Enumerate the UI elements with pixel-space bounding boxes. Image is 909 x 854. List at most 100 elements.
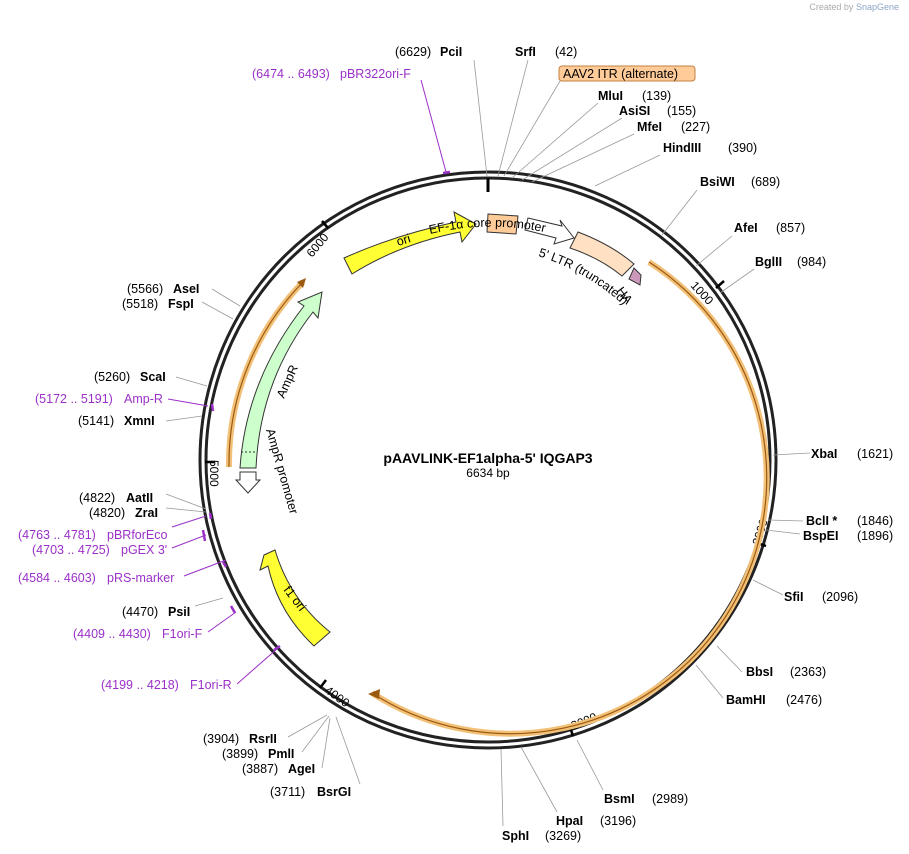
feature-ltr <box>569 231 635 277</box>
enzyme-name-pcii: PciI <box>440 45 462 59</box>
enzyme-pos-asisi: (155) <box>667 104 696 118</box>
enzyme-pos-bsmi: (2989) <box>652 792 688 806</box>
plasmid-size: 6634 bp <box>466 466 510 480</box>
enzyme-name-bsiwi: BsiWI <box>700 175 735 189</box>
enzyme-name-psii: PsiI <box>168 605 190 619</box>
enzyme-name-asei: AseI <box>173 282 199 296</box>
enzyme-name-afei: AfeI <box>734 221 758 235</box>
enzyme-leaders <box>165 59 811 827</box>
enzyme-pos-rsrii: (3904) <box>203 732 239 746</box>
primer-range-f1orir: (4199 .. 4218) <box>101 678 179 692</box>
enzyme-name-rsrii: RsrII <box>249 732 277 746</box>
enzyme-pos-hindiii: (390) <box>728 141 757 155</box>
primer-labels: (6474 .. 6493) pBR322ori-F (5172 .. 5191… <box>18 67 411 692</box>
enzyme-pos-bamhi: (2476) <box>786 693 822 707</box>
enzyme-name-srfi: SrfI <box>515 45 536 59</box>
tick-label-5000: 5000 <box>207 460 221 487</box>
enzyme-pos-mfei: (227) <box>681 120 710 134</box>
enzyme-pos-agei: (3887) <box>242 762 278 776</box>
plasmid-name: pAAVLINK-EF1alpha-5' IQGAP3 <box>383 450 592 466</box>
primer-range-pgex3: (4703 .. 4725) <box>32 543 110 557</box>
feature-label-ori: ori <box>395 231 412 248</box>
enzyme-pos-xmni: (5141) <box>78 414 114 428</box>
primer-name-pbrforeco: pBRforEco <box>107 528 167 542</box>
feature-ampr <box>239 291 323 469</box>
enzyme-pos-mlui: (139) <box>642 89 671 103</box>
enzyme-pos-scai: (5260) <box>94 370 130 384</box>
primer-range-f1orif: (4409 .. 4430) <box>73 627 151 641</box>
primer-name-pgex3: pGEX 3' <box>121 543 167 557</box>
enzyme-pos-srfi: (42) <box>555 45 577 59</box>
enzyme-pos-afei: (857) <box>776 221 805 235</box>
tick-4000 <box>319 679 327 689</box>
enzyme-name-bsmi: BsmI <box>604 792 635 806</box>
enzyme-pos-xbai: (1621) <box>857 447 893 461</box>
enzyme-name-asisi: AsiSI <box>619 104 650 118</box>
tick-6000 <box>321 220 329 229</box>
enzyme-name-bcli: BclI * <box>806 514 837 528</box>
enzyme-name-hpai: HpaI <box>556 814 583 828</box>
primer-range-pbrforeco: (4763 .. 4781) <box>18 528 96 542</box>
feature-itr <box>486 213 519 235</box>
primer-range-pbr322ori: (6474 .. 6493) <box>252 67 330 81</box>
itr-leader <box>503 80 561 177</box>
primer-range-prsmarker: (4584 .. 4603) <box>18 571 96 585</box>
enzyme-pos-fspi: (5518) <box>122 297 158 311</box>
enzyme-name-bspei: BspEI <box>803 529 838 543</box>
enzyme-pos-pcii: (6629) <box>395 45 431 59</box>
enzyme-pos-pmli: (3899) <box>222 747 258 761</box>
enzyme-pos-bcli: (1846) <box>857 514 893 528</box>
enzyme-name-bbsi: BbsI <box>746 665 773 679</box>
enzyme-name-hindiii: HindIII <box>663 141 701 155</box>
enzyme-labels: (6629) PciI SrfI (42) MluI (139) AsiSI (… <box>78 45 893 843</box>
enzyme-name-bglii: BglII <box>755 255 782 269</box>
enzyme-name-fspi: FspI <box>168 297 194 311</box>
enzyme-name-mlui: MluI <box>598 89 623 103</box>
feature-label-itr-box: AAV2 ITR (alternate) <box>558 65 696 82</box>
enzyme-name-bsrgi: BsrGI <box>317 785 351 799</box>
enzyme-pos-aatii: (4822) <box>79 491 115 505</box>
enzyme-pos-hpai: (3196) <box>600 814 636 828</box>
primer-name-pbr322ori: pBR322ori-F <box>340 67 411 81</box>
enzyme-name-aatii: AatII <box>126 491 153 505</box>
feature-f1-ori <box>259 549 331 647</box>
enzyme-name-scai: ScaI <box>140 370 166 384</box>
primer-leaders <box>167 79 451 685</box>
enzyme-name-pmli: PmlI <box>268 747 294 761</box>
enzyme-pos-sphi: (3269) <box>545 829 581 843</box>
enzyme-pos-bsrgi: (3711) <box>270 785 305 799</box>
primer-name-f1orif: F1ori-F <box>162 627 203 641</box>
enzyme-pos-bglii: (984) <box>797 255 826 269</box>
feature-ampr-promoter <box>234 471 262 494</box>
feature-ori <box>343 211 477 275</box>
primer-name-ampr: Amp-R <box>124 392 163 406</box>
enzyme-name-mfei: MfeI <box>637 120 662 134</box>
enzyme-pos-asei: (5566) <box>127 282 163 296</box>
enzyme-pos-sfii: (2096) <box>822 590 858 604</box>
snapgene-credit: Created by SnapGene <box>809 2 899 12</box>
primer-range-ampr: (5172 .. 5191) <box>35 392 113 406</box>
enzyme-pos-psii: (4470) <box>122 605 158 619</box>
enzyme-pos-zrai: (4820) <box>89 506 125 520</box>
feature-ha <box>628 267 642 286</box>
enzyme-name-sphi: SphI <box>502 829 529 843</box>
primer-name-f1orir: F1ori-R <box>190 678 232 692</box>
enzyme-name-sfii: SfiI <box>784 590 803 604</box>
feature-label-ampr-promoter: AmpR promoter <box>263 427 301 516</box>
enzyme-name-xbai: XbaI <box>811 447 837 461</box>
tick-1000 <box>715 280 725 289</box>
feature-label-ef1a: EF-1α core promoter <box>428 216 547 237</box>
enzyme-pos-bbsi: (2363) <box>790 665 826 679</box>
enzyme-name-agei: AgeI <box>288 762 315 776</box>
credit-prefix: Created by <box>809 2 854 12</box>
primer-name-prsmarker: pRS-marker <box>107 571 174 585</box>
enzyme-pos-bsiwi: (689) <box>751 175 780 189</box>
snapgene-brand: SnapGene <box>855 2 899 12</box>
enzyme-name-xmni: XmnI <box>124 414 155 428</box>
orf-arc <box>368 259 770 737</box>
feature-ef1a-promoter <box>524 217 575 245</box>
enzyme-name-bamhi: BamHI <box>726 693 766 707</box>
enzyme-pos-bspei: (1896) <box>857 529 893 543</box>
orf-left-arc <box>225 278 306 468</box>
